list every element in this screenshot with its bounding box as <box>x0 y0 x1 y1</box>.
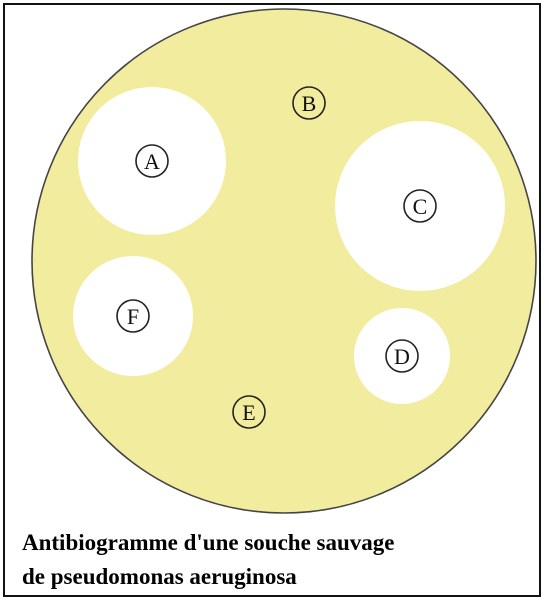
caption-line-2: de pseudomonas aeruginosa <box>22 560 532 594</box>
disc-label-d: D <box>394 344 410 369</box>
caption: Antibiogramme d'une souche sauvage de ps… <box>22 526 532 594</box>
disc-label-c: C <box>413 194 428 219</box>
disc-label-a: A <box>144 149 160 174</box>
disc-label-b: B <box>302 91 317 116</box>
disc-label-e: E <box>242 400 255 425</box>
disc-label-f: F <box>127 304 139 329</box>
caption-line-1: Antibiogramme d'une souche sauvage <box>22 526 532 560</box>
